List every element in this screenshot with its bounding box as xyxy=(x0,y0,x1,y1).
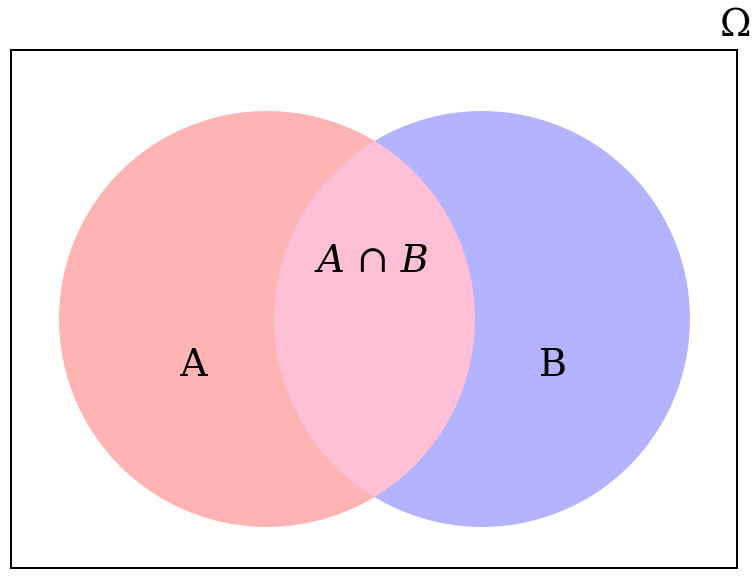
universe-rectangle xyxy=(10,49,738,569)
set-b-label: B xyxy=(539,341,567,385)
intersection-label: A ∩ B xyxy=(314,237,428,281)
set-a-label: A xyxy=(179,341,208,385)
omega-label: Ω xyxy=(720,1,752,45)
intersection-region xyxy=(274,111,475,527)
